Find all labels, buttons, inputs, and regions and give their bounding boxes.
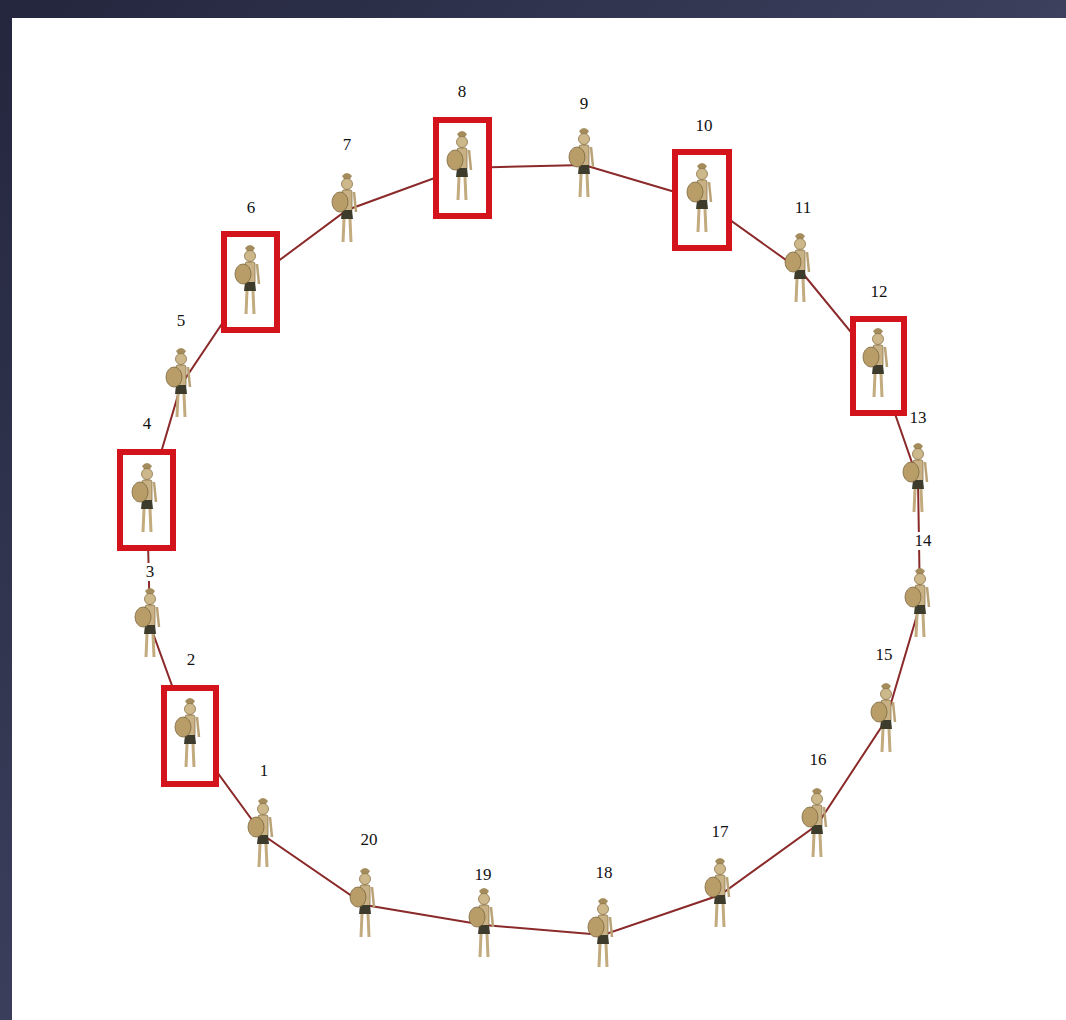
- callout-number: 18: [594, 864, 615, 882]
- callout-number: 5: [175, 312, 188, 330]
- callout-number: 2: [185, 651, 198, 669]
- callout-number: 8: [456, 83, 469, 101]
- soldier-figure: [132, 128, 929, 967]
- callout-number: 4: [141, 415, 154, 433]
- callout-number: 9: [578, 95, 591, 113]
- callout-number: 20: [359, 831, 380, 849]
- callout-number: 15: [874, 646, 895, 664]
- callout-number: 11: [793, 199, 813, 217]
- callout-number: 10: [694, 117, 715, 135]
- callout-number: 1: [258, 762, 271, 780]
- callout-number: 14: [913, 532, 934, 550]
- callout-number: 19: [473, 866, 494, 884]
- callout-number: 6: [245, 199, 258, 217]
- circle-link: [147, 165, 920, 935]
- callout-number: 12: [869, 283, 890, 301]
- highlight-box: [120, 120, 904, 784]
- callout-number: 17: [710, 823, 731, 841]
- callout-number: 7: [341, 136, 354, 154]
- callout-number: 13: [908, 409, 929, 427]
- callout-number: 3: [144, 563, 157, 581]
- callout-number: 16: [808, 751, 829, 769]
